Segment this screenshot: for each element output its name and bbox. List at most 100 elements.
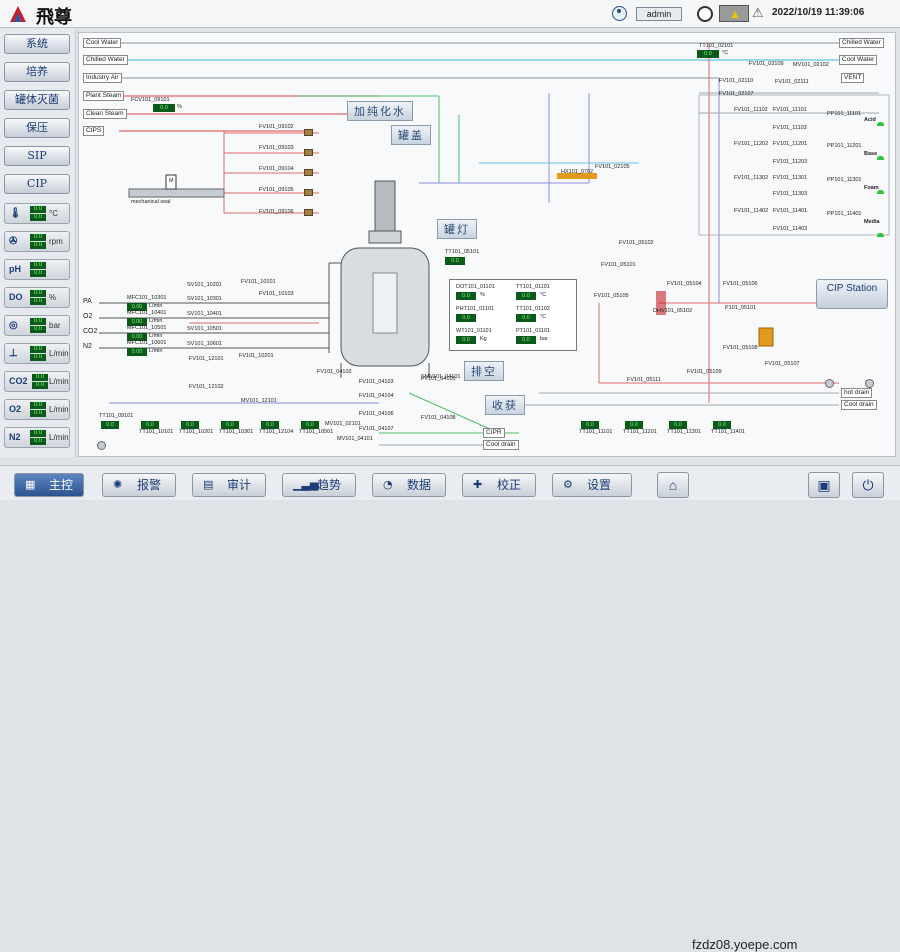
cip-button[interactable]: CIP xyxy=(4,174,70,194)
current-user[interactable]: admin xyxy=(636,7,682,21)
sensor-value: 0.0 xyxy=(516,292,536,300)
nav-label: 审计 xyxy=(227,478,252,492)
calibrate-icon: ✚ xyxy=(473,478,483,491)
co2-label: CO2 xyxy=(9,376,28,386)
motor-label: M xyxy=(169,178,174,184)
drain-gauge xyxy=(825,379,834,388)
pv-value: 0.0 xyxy=(30,346,46,353)
drain-label: Cool drain xyxy=(841,400,877,410)
nav-settings-button[interactable]: ⚙ 设置 xyxy=(552,473,632,497)
alarm-indicator-button[interactable]: ▲ xyxy=(719,5,749,22)
feed-valve[interactable] xyxy=(304,149,313,156)
gas-o2: O2 xyxy=(83,313,93,320)
vent-valve-tag: MV101_02102 xyxy=(793,62,829,68)
drain-gauge xyxy=(97,441,106,450)
pressure-readout[interactable]: ◎ 0.0 0.0 bar xyxy=(4,315,70,336)
right-valve-tag: FV101_11403 xyxy=(773,226,808,232)
home-icon[interactable]: ⌂ xyxy=(657,472,689,498)
data-icon: ◔ xyxy=(383,478,393,491)
mfc-tag: MFC101_10601 xyxy=(127,340,167,346)
ph-readout[interactable]: pH 0.0 0.0 xyxy=(4,259,70,280)
pump-acid-name: Acid xyxy=(864,117,876,123)
pipe-label-cool-water: Cool Water xyxy=(83,38,122,48)
fv-mid-tag: FV101_05108 xyxy=(723,345,758,351)
cip-station-button[interactable]: CIP Station xyxy=(816,279,888,309)
nav-trend-button[interactable]: ▁▃▅ 趋势 xyxy=(282,473,356,497)
feed-valve[interactable] xyxy=(304,189,313,196)
mfc-value: 0.00 xyxy=(127,348,147,356)
drain-gauge xyxy=(865,379,874,388)
gas-co2: CO2 xyxy=(83,328,98,335)
nav-main-control-button[interactable]: ▦ 主控 xyxy=(14,473,84,497)
ph-label: pH xyxy=(9,264,21,274)
tt-top-value: 0.0 xyxy=(697,50,719,58)
airflow-readout[interactable]: ⊥ 0.0 0.0 L/min xyxy=(4,343,70,364)
right-valve-tag: FV101_11301 xyxy=(773,175,808,181)
sensor-unit: Kg xyxy=(480,336,487,342)
temperature-readout[interactable]: 🌡 0.0 0.0 °C xyxy=(4,203,70,224)
label-harvest[interactable]: 收获 xyxy=(485,395,525,415)
nav-label: 报警 xyxy=(137,478,162,492)
feed-valve[interactable] xyxy=(304,209,313,216)
sp-value: 0.0 xyxy=(30,326,46,333)
label-tank-lid[interactable]: 罐盖 xyxy=(391,125,431,145)
pv-value: 0.0 xyxy=(30,318,46,325)
misc-valve-tag: FV101_04108 xyxy=(421,415,456,421)
nav-alarm-button[interactable]: ✺ 报警 xyxy=(102,473,176,497)
pump-media-tag: PP101_11401 xyxy=(827,211,862,217)
bottom-tt-value: 0.0 xyxy=(261,421,279,429)
sensor-label: PHT101_01101 xyxy=(456,306,495,312)
misc-valve-tag: MV101_12101 xyxy=(241,398,277,404)
tank-sterilize-button[interactable]: 罐体灭菌 xyxy=(4,90,70,110)
misc-valve-tag: FV101_04104 xyxy=(359,393,394,399)
right-valve-tag: FV101_11303 xyxy=(773,191,808,197)
tt-top-unit: °C xyxy=(722,50,729,56)
sv-tag: SV101_10201 xyxy=(187,282,222,288)
system-button[interactable]: 系统 xyxy=(4,34,70,54)
fv-feed-tag: FV101_09103 xyxy=(259,145,294,151)
fv-mid-tag: FV101_02105 xyxy=(595,164,630,170)
pressure-hold-button[interactable]: 保压 xyxy=(4,118,70,138)
mfc-unit: L/min xyxy=(149,333,163,339)
bottom-tt-tag: TT101_11301 xyxy=(667,429,701,435)
misc-valve-tag: FV101_04106 xyxy=(359,411,394,417)
bottom-tt-value: 0.0 xyxy=(301,421,319,429)
feed-valve[interactable] xyxy=(304,169,313,176)
n2-readout[interactable]: N2 0.0 0.0 L/min xyxy=(4,427,70,448)
unit-label: bar xyxy=(49,321,61,330)
co2-readout[interactable]: CO2 0.0 0.0 L/min xyxy=(4,371,70,392)
nav-audit-button[interactable]: ▤ 审计 xyxy=(192,473,266,497)
tt-small-value: 0.0 xyxy=(445,257,465,265)
nav-calibrate-button[interactable]: ✚ 校正 xyxy=(462,473,536,497)
pipe-network xyxy=(99,42,890,446)
do-readout[interactable]: DO 0.0 0.0 % xyxy=(4,287,70,308)
label-drain[interactable]: 排空 xyxy=(464,361,504,381)
watermark: fzdz08.yoepe.com xyxy=(692,937,798,952)
culture-button[interactable]: 培养 xyxy=(4,62,70,82)
misc-valve-tag: FV101_04103 xyxy=(359,379,394,385)
unit-label: L/min xyxy=(49,433,69,442)
nav-data-button[interactable]: ◔ 数据 xyxy=(372,473,446,497)
feed-valve[interactable] xyxy=(304,129,313,136)
right-valve-tag: FV101_11102 xyxy=(734,107,768,113)
alert-icon[interactable]: ⚠ xyxy=(752,5,764,20)
o2-readout[interactable]: O2 0.0 0.0 L/min xyxy=(4,399,70,420)
window-icon[interactable]: ▣ xyxy=(808,472,840,498)
fv-mid-tag: FV101_05107 xyxy=(765,361,800,367)
right-valve-tag: FV101_11201 xyxy=(773,141,808,147)
label-tank-lamp[interactable]: 罐灯 xyxy=(437,219,477,239)
power-icon[interactable]: ⏻ xyxy=(852,472,884,498)
sip-button[interactable]: SIP xyxy=(4,146,70,166)
n2-label: N2 xyxy=(9,432,21,442)
label-pure-water[interactable]: 加纯化水 xyxy=(347,101,413,121)
unit-label: L/min xyxy=(49,377,69,386)
agitation-readout[interactable]: ✇ 0.0 0.0 rpm xyxy=(4,231,70,252)
o2-label: O2 xyxy=(9,404,22,414)
do-label: DO xyxy=(9,292,23,302)
user-icon[interactable] xyxy=(612,6,627,21)
nav-label: 数据 xyxy=(407,478,432,492)
misc-valve-tag: FV101_12102 xyxy=(189,384,224,390)
bottom-tt-tag: TT101_11201 xyxy=(623,429,657,435)
pump-status-light xyxy=(877,190,884,194)
sensor-unit: °C xyxy=(540,314,547,320)
